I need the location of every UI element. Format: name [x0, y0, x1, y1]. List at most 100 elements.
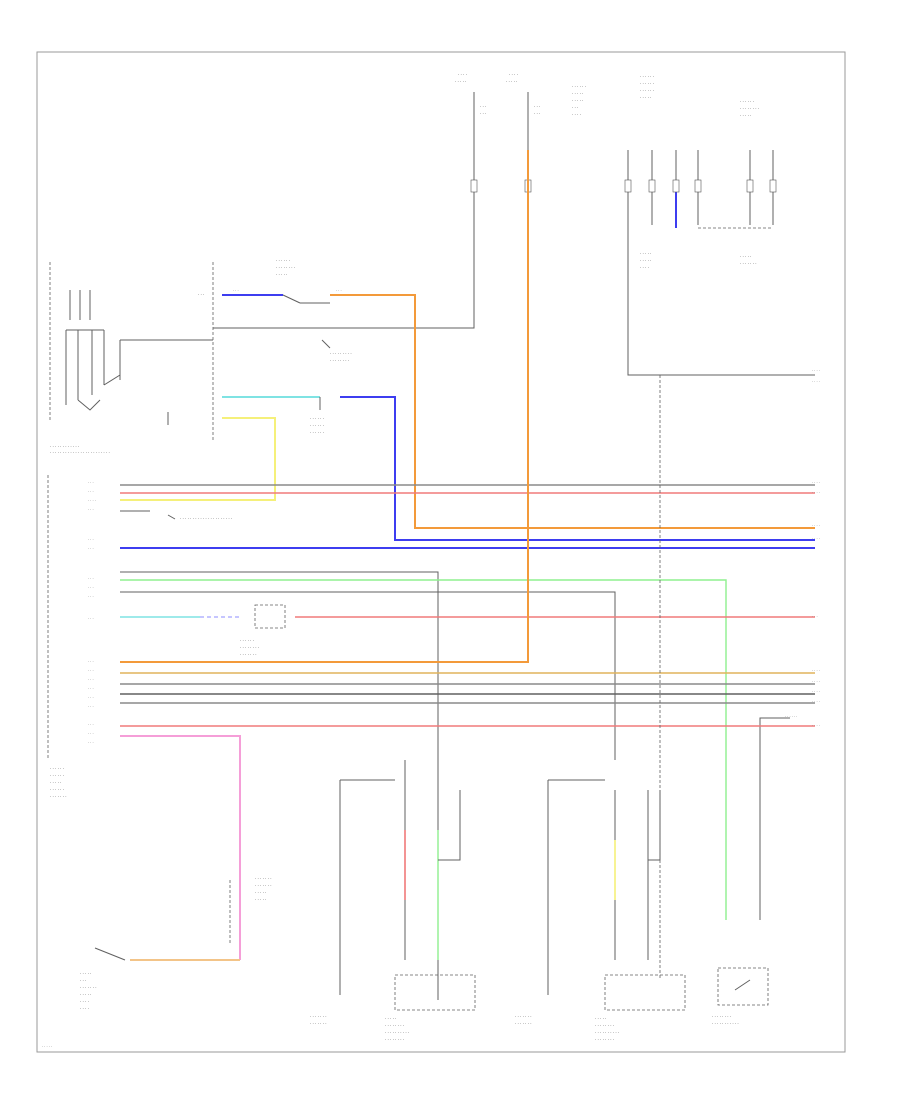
- svg-text:· · · · · · ·: · · · · · · ·: [740, 261, 757, 266]
- svg-text:· · ·: · · ·: [88, 723, 94, 727]
- svg-text:· · · ·: · · · ·: [812, 481, 820, 485]
- svg-text:· · · · · · · ·: · · · · · · · ·: [385, 1023, 404, 1028]
- svg-text:· · · · · · ·: · · · · · · ·: [310, 1014, 327, 1019]
- diagram-frame: [36, 51, 846, 1053]
- svg-text:· · · · ·: · · · · ·: [740, 254, 751, 259]
- svg-text:· · ·: · · ·: [88, 577, 94, 581]
- svg-text:· · · ·: · · · ·: [458, 72, 467, 77]
- bus-wires: · · · · · · · · · · · · · · · · · · · · …: [120, 150, 815, 1000]
- svg-text:· · · ·: · · · ·: [80, 999, 89, 1004]
- svg-text:· · · · · · · ·: · · · · · · · ·: [595, 1037, 614, 1042]
- svg-text:· · · · · ·: · · · · · ·: [785, 715, 797, 719]
- svg-text:· · · ·: · · · ·: [812, 700, 820, 704]
- svg-text:· · · · ·: · · · · ·: [595, 1016, 606, 1021]
- svg-text:· · · · · · · ·: · · · · · · · ·: [330, 358, 349, 363]
- svg-text:· · · · · ·: · · · · · ·: [310, 430, 324, 435]
- svg-text:· · · ·: · · · ·: [812, 669, 820, 673]
- svg-text:· · · · · · · · ·: · · · · · · · · ·: [330, 351, 352, 356]
- svg-text:· · · · · · ·: · · · · · · ·: [80, 985, 97, 990]
- svg-text:· · · · · ·: · · · · · ·: [640, 74, 654, 79]
- svg-text:· · · · · · ·: · · · · · · ·: [515, 1021, 532, 1026]
- top-right-connector-group: · · · · · · · · · · · · · · · · · · · · …: [572, 74, 815, 376]
- svg-text:· · · · · · ·: · · · · · · ·: [240, 652, 257, 657]
- svg-text:· · · · · ·: · · · · · ·: [572, 84, 586, 89]
- svg-text:· · · ·: · · · ·: [812, 491, 820, 495]
- svg-text:· · · · ·: · · · · ·: [740, 113, 751, 118]
- svg-text:· · ·: · · ·: [88, 687, 94, 691]
- svg-text:· · · ·: · · · ·: [88, 499, 96, 503]
- svg-text:· · · · ·: · · · · ·: [640, 258, 651, 263]
- svg-text:· · · · ·: · · · · ·: [640, 95, 651, 100]
- svg-text:· · ·: · · ·: [88, 595, 94, 599]
- svg-text:· · · · · · · ·: · · · · · · · ·: [740, 106, 759, 111]
- svg-text:· · ·: · · ·: [88, 481, 94, 485]
- left-door-group: · · · · · · · · · · · · · · · · · · · · …: [310, 760, 476, 1042]
- bottom-left-switch: · · · · · · · · · · · · · · · · · · · · …: [80, 876, 272, 1011]
- svg-text:· · · · · · · · · · · · · · ·: · · · · · · · · · · · · · · · · · · · · …: [180, 516, 232, 521]
- svg-text:· · · · · · · ·: · · · · · · · ·: [276, 265, 295, 270]
- svg-text:· · · ·: · · · ·: [812, 724, 820, 728]
- svg-text:· · ·: · · ·: [534, 104, 540, 109]
- svg-text:· · · · ·: · · · · ·: [506, 79, 517, 84]
- svg-text:· · · · ·: · · · · ·: [455, 79, 466, 84]
- svg-text:· · · · ·: · · · · ·: [80, 992, 91, 997]
- svg-text:· · · ·: · · · ·: [812, 690, 820, 694]
- svg-text:· · · ·: · · · ·: [80, 1006, 89, 1011]
- svg-text:· · ·: · · ·: [88, 547, 94, 551]
- svg-text:· · · · · · · · · · · ·: · · · · · · · · · · · ·: [50, 444, 79, 449]
- svg-text:· · ·: · · ·: [480, 104, 486, 109]
- svg-text:· · · · ·: · · · · ·: [80, 971, 91, 976]
- svg-text:· · ·: · · ·: [572, 105, 578, 110]
- svg-text:· · · · · · ·: · · · · · · ·: [255, 876, 272, 881]
- svg-text:· · · ·: · · · ·: [812, 537, 820, 541]
- mid-upper-branch: · · · · · · · · · · · · · · · · · ·: [120, 396, 815, 541]
- body-module-pins: · · · · · · · · · · · · · · · · · · · · …: [50, 481, 96, 799]
- svg-text:· · ·: · · ·: [88, 696, 94, 700]
- svg-text:· · · ·: · · · ·: [812, 369, 820, 373]
- svg-text:· · · · · ·: · · · · · ·: [310, 416, 324, 421]
- right-door-group: · · · · · · · · · · · · · · · · · · · · …: [515, 779, 686, 1042]
- upper-switch-cluster: · · · · · · · · · · · · · · · · · · · · …: [198, 258, 815, 529]
- svg-text:· · ·: · · ·: [88, 490, 94, 494]
- svg-text:· · · · · · ·: · · · · · · ·: [310, 1021, 327, 1026]
- svg-text:· · · · · · · · · ·: · · · · · · · · · ·: [385, 1030, 409, 1035]
- svg-text:· · · · · ·: · · · · · ·: [240, 638, 254, 643]
- svg-text:· · · · ·: · · · · ·: [50, 780, 61, 785]
- svg-text:· · ·: · · ·: [80, 978, 86, 983]
- svg-text:· · · · · · · ·: · · · · · · · ·: [712, 1014, 731, 1019]
- svg-text:· · ·: · · ·: [534, 111, 540, 116]
- svg-text:· · · ·: · · · ·: [812, 380, 820, 384]
- svg-text:· · · · · ·: · · · · · ·: [50, 773, 64, 778]
- svg-text:· · ·: · · ·: [88, 741, 94, 745]
- page-mark: · · · · ·: [42, 1045, 52, 1049]
- svg-text:· · ·: · · ·: [88, 508, 94, 512]
- svg-text:· · · · · · ·: · · · · · · ·: [255, 883, 272, 888]
- svg-text:· · · · · · ·: · · · · · · ·: [50, 794, 67, 799]
- svg-text:· · ·: · · ·: [198, 292, 204, 297]
- svg-text:· · · ·: · · · ·: [640, 265, 649, 270]
- svg-text:· · · · · ·: · · · · · ·: [50, 787, 64, 792]
- top-feed-left: · · · · · · · · · · · · · · ·: [213, 72, 486, 329]
- svg-text:· · · · ·: · · · · ·: [255, 897, 266, 902]
- svg-text:· · · · ·: · · · · ·: [276, 272, 287, 277]
- svg-text:· · · · ·: · · · · ·: [572, 98, 583, 103]
- svg-text:· · · · · · · ·: · · · · · · · ·: [240, 645, 259, 650]
- right-terminal-labels: · · · · · · · · · · · · · · · · · · · · …: [785, 369, 820, 728]
- svg-text:· · · ·: · · · ·: [509, 72, 518, 77]
- svg-text:· · ·: · · ·: [88, 669, 94, 673]
- svg-text:· · ·: · · ·: [88, 678, 94, 682]
- svg-text:· · · · ·: · · · · ·: [640, 251, 651, 256]
- svg-text:· · · ·: · · · ·: [572, 112, 581, 117]
- svg-text:· · · ·: · · · ·: [812, 524, 820, 528]
- svg-text:· · · · · · · · · · ·: · · · · · · · · · · ·: [712, 1021, 739, 1026]
- svg-text:· · ·: · · ·: [88, 538, 94, 542]
- svg-text:· · · · · · ·: · · · · · · ·: [515, 1014, 532, 1019]
- svg-text:· · ·: · · ·: [88, 660, 94, 664]
- svg-text:· · · ·: · · · ·: [812, 680, 820, 684]
- svg-text:· · · · ·: · · · · ·: [572, 91, 583, 96]
- svg-text:· · · · · ·: · · · · · ·: [276, 258, 290, 263]
- svg-text:· · · · · · · · · ·: · · · · · · · · · ·: [595, 1030, 619, 1035]
- combination-switch: · · · · · · · · · · · · · · · · · · · · …: [49, 262, 213, 455]
- svg-text:· · ·: · · ·: [336, 289, 342, 293]
